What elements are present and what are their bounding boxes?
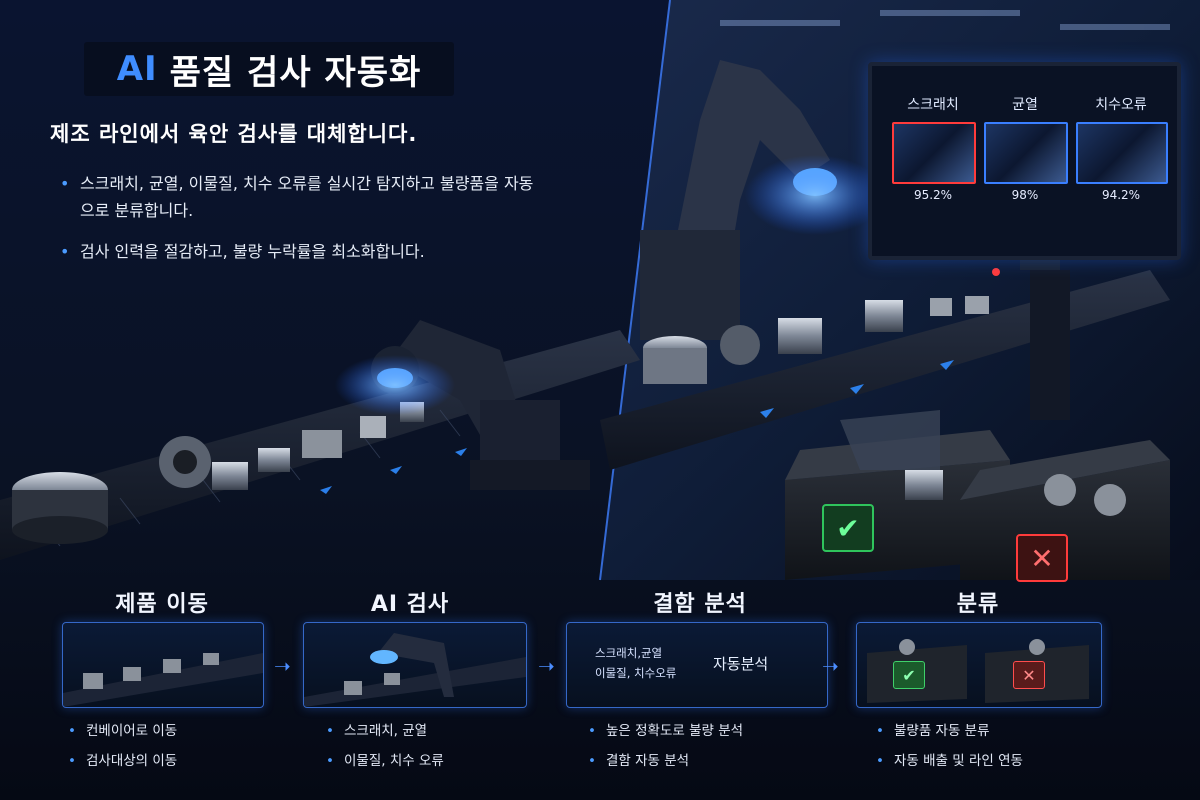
confidence-value: 95.2% xyxy=(913,188,953,202)
title-accent: AI xyxy=(116,49,158,89)
step-bullet: 컨베이어로 이동 xyxy=(64,716,284,746)
monitor-tile-label: 스크래치 xyxy=(907,97,959,113)
monitor-tile-crack: 균열 98% xyxy=(984,66,1068,202)
analysis-label: 자동분석 xyxy=(713,655,769,673)
defect-image xyxy=(1076,122,1168,184)
step-bullet: 이물질, 치수 오류 xyxy=(322,746,542,776)
monitor-tile-scratch: 스크래치 95.2% xyxy=(892,66,976,202)
step-bullets: 스크래치, 균열 이물질, 치수 오류 xyxy=(322,716,542,776)
defect-image xyxy=(892,122,976,184)
confidence-value: 98% xyxy=(1011,188,1039,202)
cross-icon: ✕ xyxy=(1016,534,1068,582)
step-card-ai xyxy=(303,622,527,708)
step-bullets: 컨베이어로 이동 검사대상의 이동 xyxy=(64,716,284,776)
monitor-tile-dimension: 치수오류 94.2% xyxy=(1076,66,1168,202)
analysis-line: 이물질, 치수오류 xyxy=(595,666,677,680)
analysis-line: 스크래치,균열 xyxy=(595,646,663,660)
step-title: 분류 xyxy=(956,592,1000,617)
headline: 제조 라인에서 육안 검사를 대체합니다. xyxy=(50,122,418,146)
cross-icon: ✕ xyxy=(1013,661,1045,689)
page-title: AI 품질 검사 자동화 xyxy=(84,42,454,96)
process-steps: 제품 이동 컨베이어로 이동 검사대상의 이동 ➝ AI 검사 스크래치, 균열… xyxy=(0,580,1200,800)
robot-thumbnail xyxy=(304,633,526,707)
step-bullet: 자동 배출 및 라인 연동 xyxy=(872,746,1112,776)
step-card-analysis: 스크래치,균열 이물질, 치수오류 자동분석 xyxy=(566,622,828,708)
step-title: 결함 분석 xyxy=(653,592,747,617)
intro-bullet: 검사 인력을 절감하고, 불량 누락률을 최소화합니다. xyxy=(58,238,538,265)
step-bullets: 높은 정확도로 불량 분석 결함 자동 분석 xyxy=(584,716,824,776)
step-bullet: 높은 정확도로 불량 분석 xyxy=(584,716,824,746)
intro-bullet: 스크래치, 균열, 이물질, 치수 오류를 실시간 탐지하고 불량품을 자동으로… xyxy=(58,170,538,224)
step-bullets: 불량품 자동 분류 자동 배출 및 라인 연동 xyxy=(872,716,1112,776)
step-title: 제품 이동 xyxy=(115,592,209,617)
step-bullet: 스크래치, 균열 xyxy=(322,716,542,746)
conveyor-thumbnail xyxy=(63,653,263,707)
step-card-move xyxy=(62,622,264,708)
step-title: AI 검사 xyxy=(370,592,450,617)
step-card-sort: ✔ ✕ xyxy=(856,622,1102,708)
step-bullet: 검사대상의 이동 xyxy=(64,746,284,776)
confidence-value: 94.2% xyxy=(1101,188,1141,202)
step-bullet: 불량품 자동 분류 xyxy=(872,716,1112,746)
inspection-monitor: 스크래치 95.2% 균열 98% 치수오류 94.2% xyxy=(868,62,1181,260)
intro-bullets: 스크래치, 균열, 이물질, 치수 오류를 실시간 탐지하고 불량품을 자동으로… xyxy=(58,170,538,279)
check-icon: ✔ xyxy=(893,661,925,689)
defect-image xyxy=(984,122,1068,184)
title-text: 품질 검사 자동화 xyxy=(169,52,422,93)
step-bullet: 결함 자동 분석 xyxy=(584,746,824,776)
monitor-tile-label: 균열 xyxy=(1012,97,1038,113)
monitor-tile-label: 치수오류 xyxy=(1095,97,1147,113)
arrow-right-icon: ➝ xyxy=(822,654,839,678)
check-icon: ✔ xyxy=(822,504,874,552)
arrow-right-icon: ➝ xyxy=(274,654,291,678)
arrow-right-icon: ➝ xyxy=(538,654,555,678)
